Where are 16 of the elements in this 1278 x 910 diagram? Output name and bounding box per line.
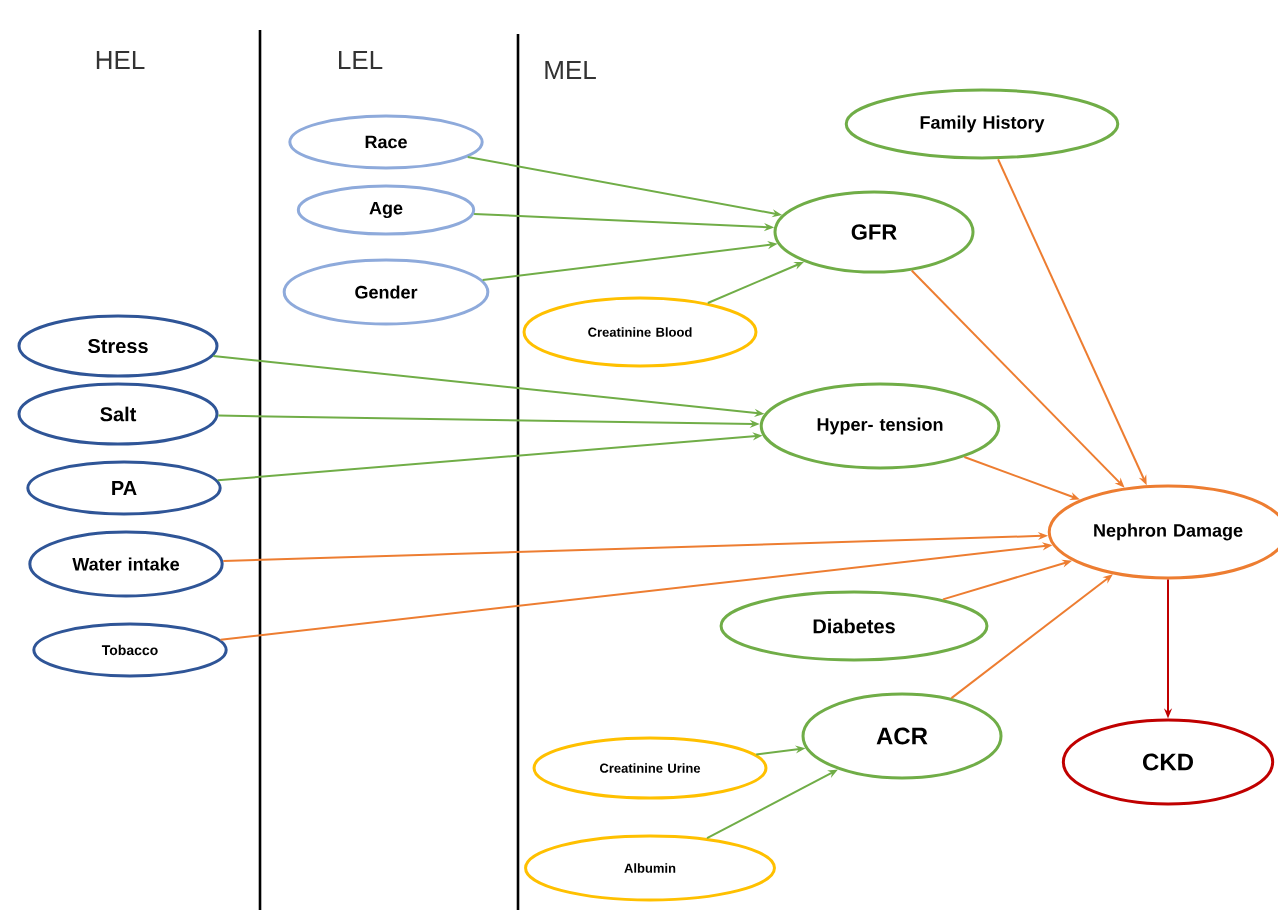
column-heading: LEL — [339, 51, 383, 69]
ellipse-node: Stress — [17, 314, 219, 378]
ellipse-node: Age — [296, 184, 476, 236]
column-heading: HEL — [96, 51, 145, 69]
ellipse-node: Race — [288, 114, 484, 170]
ellipse-node: GFR — [773, 190, 975, 274]
ellipse-node: Water intake — [28, 530, 224, 598]
column-heading: MEL — [545, 61, 596, 79]
ellipse-node: CKD — [1061, 718, 1275, 806]
ellipse-node: PA — [26, 460, 222, 516]
ellipse-node: Hyper- tension — [759, 382, 1001, 470]
ellipse-node: Family History — [844, 88, 1120, 160]
ellipse-node: Diabetes — [719, 590, 989, 662]
ellipse-node: Gender — [282, 258, 490, 326]
ellipse-node: Salt — [17, 382, 219, 446]
ellipse-node: ACR — [801, 692, 1003, 780]
